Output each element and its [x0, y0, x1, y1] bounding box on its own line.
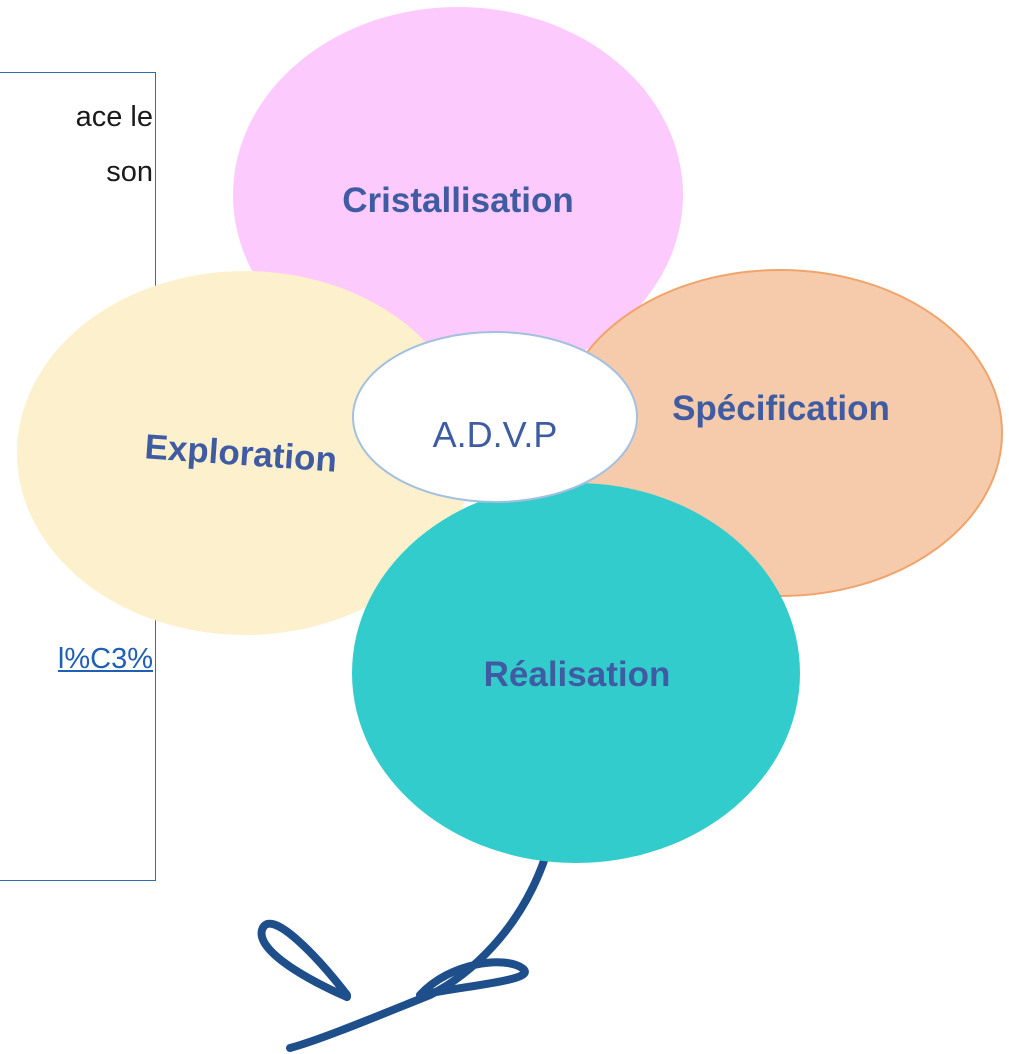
stem-leaf-right: [416, 958, 529, 999]
center-circle: [352, 331, 638, 503]
text-line-1: ace le: [75, 101, 153, 133]
petal-left: [17, 271, 473, 635]
petal-bottom: [352, 483, 800, 863]
stem-leaf-left: [257, 919, 351, 1001]
hyperlink[interactable]: l%C3%: [57, 643, 153, 675]
petal-top: [233, 7, 683, 383]
label-specification: Spécification: [672, 389, 890, 428]
label-realisation: Réalisation: [484, 655, 671, 694]
label-center: A.D.V.P: [433, 414, 558, 455]
flower-stem: [286, 854, 549, 1052]
label-cristallisation: Cristallisation: [342, 181, 573, 220]
text-line-2: son: [106, 156, 153, 188]
